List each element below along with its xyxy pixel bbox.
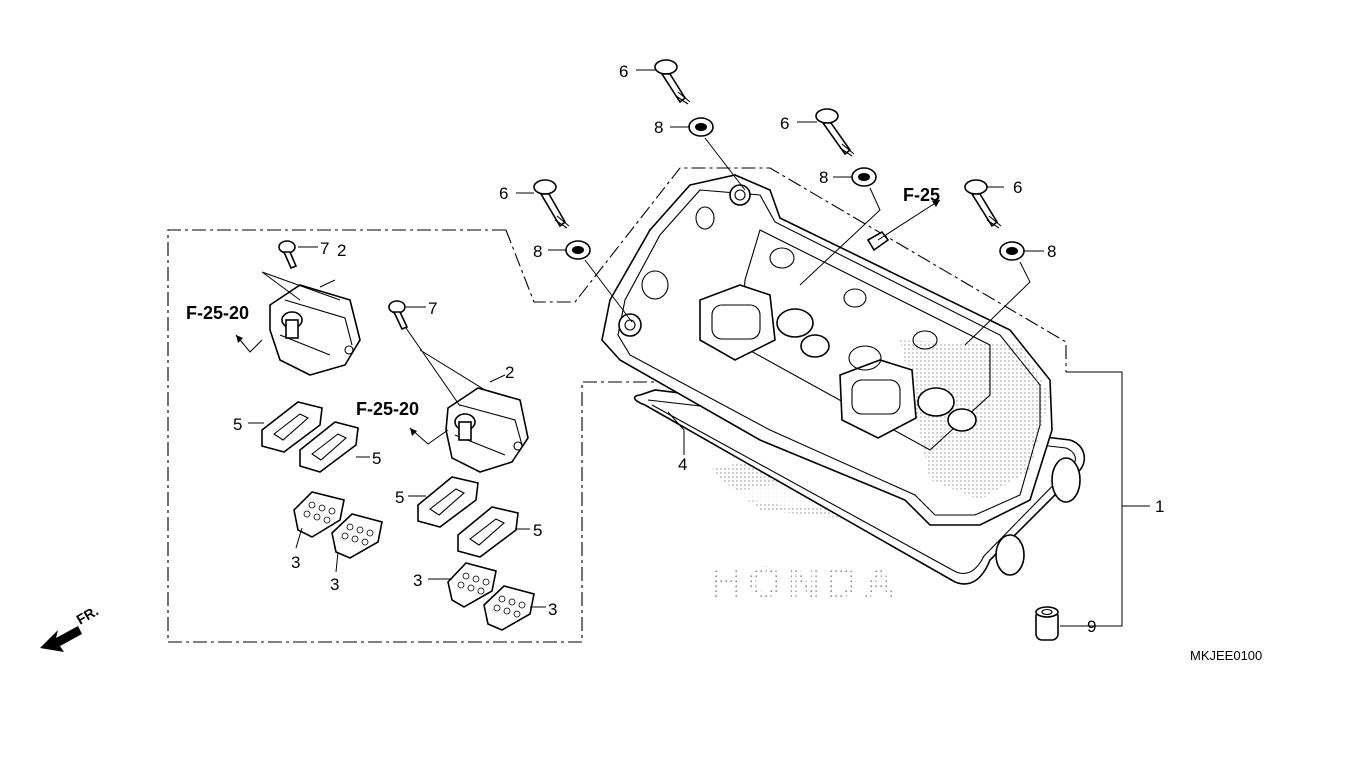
callout-5a: 5 [233, 415, 242, 434]
callout-3b: 3 [330, 575, 339, 594]
front-direction-label: FR. [74, 602, 102, 627]
callout-7b: 7 [428, 299, 437, 318]
coil-group-frame [167, 229, 668, 643]
callout-6d: 6 [1013, 178, 1022, 197]
coil-seal-2 [299, 421, 359, 473]
callout-5b: 5 [372, 449, 381, 468]
callout-1: 1 [1155, 497, 1164, 516]
callout-6a: 6 [619, 62, 628, 81]
callout-6c: 6 [499, 184, 508, 203]
callout-4: 4 [678, 455, 687, 474]
coil-seal-3 [417, 476, 479, 528]
cylinder-head-cover [601, 174, 1081, 576]
callout-6b: 6 [780, 114, 789, 133]
collar [1035, 606, 1059, 641]
callout-3c: 3 [413, 571, 422, 590]
cover-bolt-3 [533, 179, 570, 229]
coil-damper-2 [331, 513, 383, 559]
callout-leaders [248, 69, 1150, 627]
callout-2a: 2 [337, 241, 346, 260]
cover-bolt-4 [964, 179, 1002, 229]
coil-damper-1 [293, 491, 345, 538]
callout-8b: 8 [819, 168, 828, 187]
coil-seal-4 [457, 506, 519, 558]
cover-bolt-1 [654, 59, 691, 105]
callout-8c: 8 [533, 242, 542, 261]
diagram-code: MKJEE0100 [1190, 648, 1262, 663]
honda-watermark-text: HONDA [710, 558, 901, 607]
callout-3d: 3 [548, 600, 557, 619]
coil-damper-4 [483, 585, 535, 631]
callout-8d: 8 [1047, 242, 1056, 261]
callout-9: 9 [1087, 617, 1096, 636]
ref-f25-20-right: F-25-20 [356, 399, 419, 419]
callout-5d: 5 [533, 521, 542, 540]
grommet-2 [851, 167, 877, 187]
coil-pocket-rear [839, 345, 977, 439]
ignition-coil-left [269, 284, 361, 376]
grommet-3 [565, 240, 591, 260]
callout-5c: 5 [395, 488, 404, 507]
callout-8a: 8 [654, 118, 663, 137]
grommet-4 [999, 241, 1025, 261]
coil-bolt-left [278, 240, 298, 270]
ignition-coil-right [445, 387, 529, 473]
front-direction-arrow: FR. [40, 602, 101, 652]
coil-seal-1 [261, 401, 323, 453]
callout-3a: 3 [291, 553, 300, 572]
coil-pocket-front [699, 284, 830, 361]
callout-7a: 7 [320, 239, 329, 258]
cover-bolt-2 [815, 108, 855, 157]
ref-f25: F-25 [903, 185, 940, 205]
grommet-1 [688, 117, 714, 137]
coil-bolt-right [388, 300, 409, 331]
coil-damper-3 [447, 562, 497, 608]
callout-2b: 2 [505, 363, 514, 382]
ref-f25-20-left: F-25-20 [186, 303, 249, 323]
cover-group-frame [505, 167, 1067, 372]
